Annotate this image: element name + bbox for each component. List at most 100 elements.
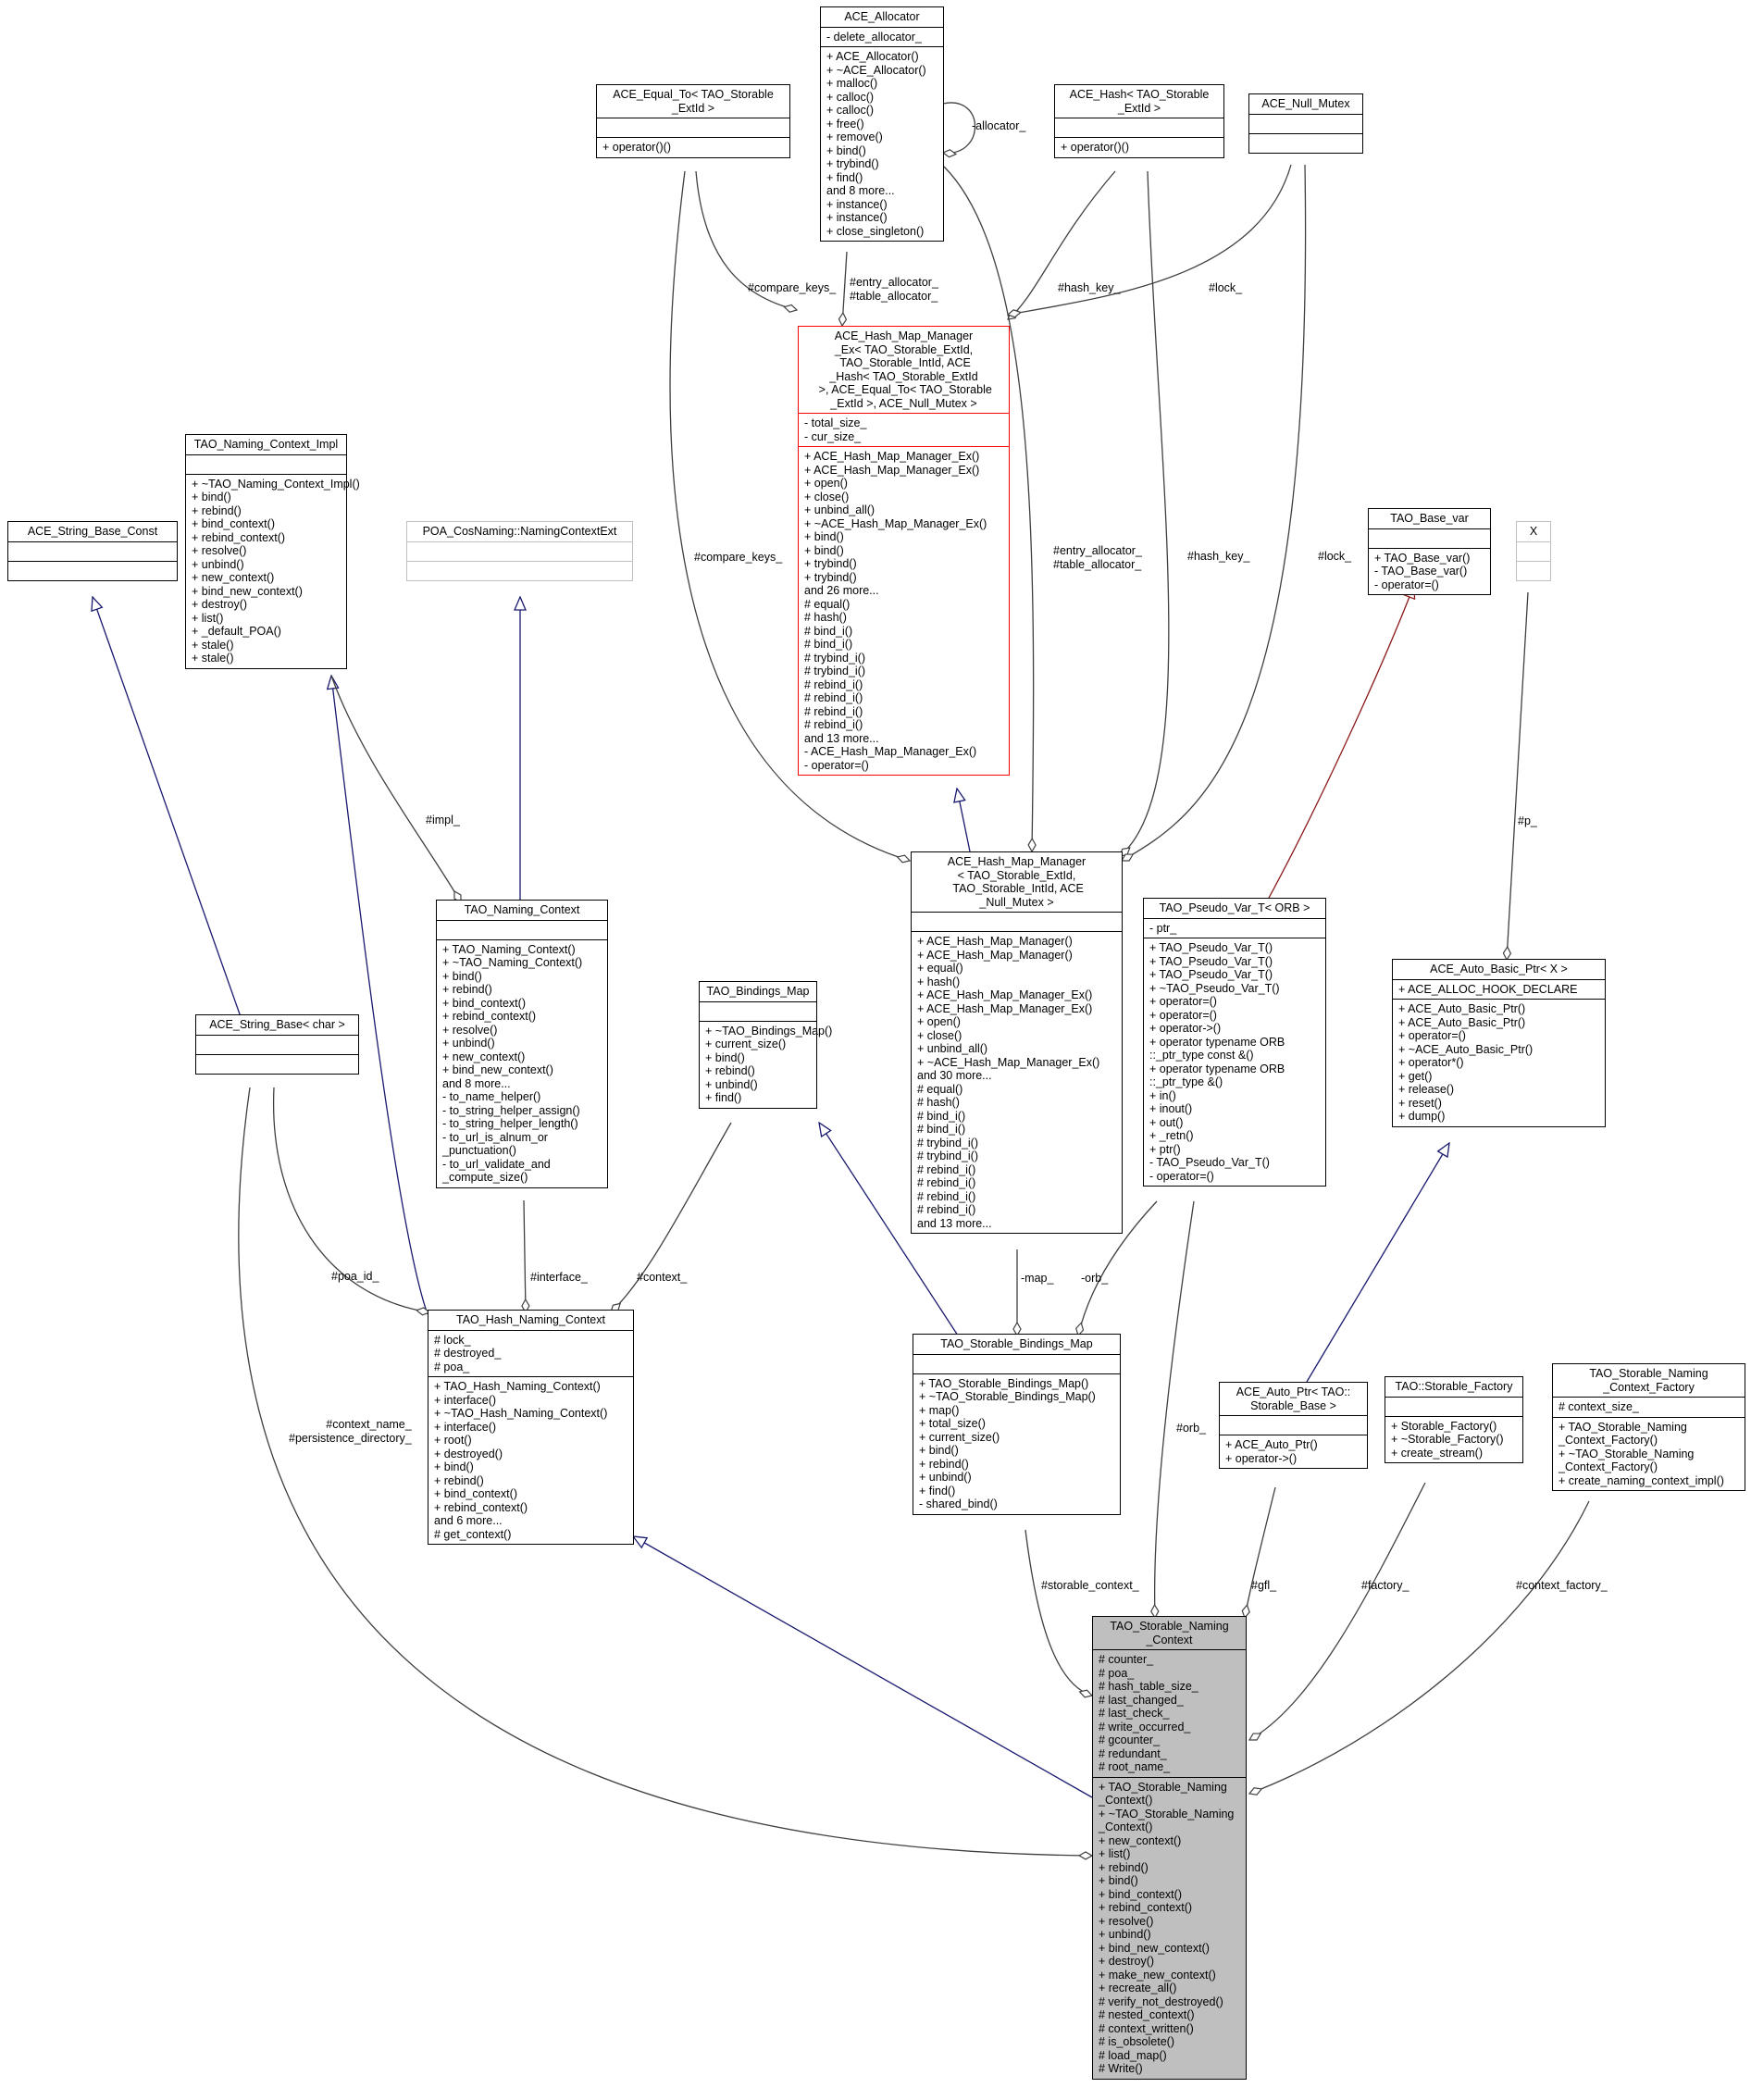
member-line: - shared_bind() [919,1497,998,1510]
class-box-naming-context[interactable]: TAO_Naming_Context+ TAO_Naming_Context()… [436,900,608,1188]
class-box-hash-map-manager[interactable]: ACE_Hash_Map_Manager < TAO_Storable_ExtI… [911,851,1123,1234]
class-title: ACE_Null_Mutex [1261,97,1350,110]
class-box-ace-null-mutex[interactable]: ACE_Null_Mutex [1248,93,1363,154]
member-line: + ACE_Auto_Basic_Ptr() [1398,1002,1526,1015]
class-box-pseudo-var[interactable]: TAO_Pseudo_Var_T< ORB >- ptr_+ TAO_Pseud… [1143,898,1326,1187]
edge-auto-ptr-to-snc [1245,1486,1276,1618]
member-line: + list() [192,611,224,625]
member-line: # redundant_ [1099,1746,1167,1760]
member-line: + ~TAO_Bindings_Map() [705,1024,833,1038]
member-line: + resolve() [192,544,247,557]
class-box-storable-naming-context[interactable]: TAO_Storable_Naming _Context# counter_# … [1092,1616,1247,2080]
operations-section: + ~TAO_Bindings_Map()+ current_size()+ b… [700,1020,833,1108]
class-title: ACE_Allocator [844,10,920,23]
class-box-tao-base-var[interactable]: TAO_Base_var+ TAO_Base_var()- TAO_Base_v… [1368,508,1491,595]
class-box-ace-equal-to[interactable]: ACE_Equal_To< TAO_Storable _ExtId >+ ope… [596,84,790,158]
member-line: - operator=() [804,758,869,772]
member-line: + TAO_Base_var() [1374,551,1471,565]
member-line: # rebind_i() [917,1203,976,1216]
member-line: ::_ptr_type const &() [1149,1049,1254,1062]
member-line: - TAO_Base_var() [1374,565,1468,578]
class-box-ace-auto-basic-ptr[interactable]: ACE_Auto_Basic_Ptr< X >+ ACE_ALLOC_HOOK_… [1392,959,1606,1127]
member-line: _Context_Factory() [1559,1434,1658,1447]
member-line: + ACE_Hash_Map_Manager() [917,948,1073,962]
member-line: + bind_new_context() [192,584,303,598]
member-line: - cur_size_ [804,429,862,443]
class-box-poa-naming[interactable]: POA_CosNaming::NamingContextExt [406,521,633,581]
edge-sbm-to-bindings-map [819,1123,959,1336]
class-box-storable-bindings-map[interactable]: TAO_Storable_Bindings_Map+ TAO_Storable_… [913,1334,1121,1515]
member-line: + close() [917,1028,962,1042]
member-line: + operator=() [1149,1008,1217,1022]
member-line: + bind() [1099,1874,1138,1887]
member-line: + destroyed() [434,1447,503,1460]
class-box-hash-map-manager-ex[interactable]: ACE_Hash_Map_Manager _Ex< TAO_Storable_E… [798,326,1010,776]
member-line: # nested_context() [1099,2008,1195,2021]
member-line: # bind_i() [917,1109,966,1123]
member-line: + ACE_Hash_Map_Manager_Ex() [804,450,980,463]
member-line: + rebind() [1099,1860,1149,1874]
member-line: + ACE_Hash_Map_Manager_Ex() [917,988,1093,1001]
member-line: # trybind_i() [917,1149,978,1162]
edge-naming-context-to-hash-nc [524,1199,526,1312]
operations-section [1517,560,1550,580]
edge-allocator-self [943,102,975,153]
class-box-string-base[interactable]: ACE_String_Base< char > [195,1014,359,1075]
member-line: + operator*() [1398,1056,1464,1069]
member-line: # rebind_i() [804,691,863,704]
class-box-storable-nc-factory[interactable]: TAO_Storable_Naming _Context_Factory# co… [1552,1363,1745,1491]
attributes-section: + ACE_ALLOC_HOOK_DECLARE [1393,978,1605,1000]
member-line: + ACE_Hash_Map_Manager_Ex() [917,1001,1093,1015]
attributes-section: # lock_# destroyed_# poa_ [428,1329,633,1377]
class-box-ace-hash[interactable]: ACE_Hash< TAO_Storable _ExtId >+ operato… [1054,84,1224,158]
member-line: + rebind_context() [1099,1901,1193,1914]
class-box-x-param[interactable]: X [1516,521,1551,581]
attributes-section [1369,528,1490,548]
member-line: + rebind() [434,1473,484,1487]
class-box-bindings-map[interactable]: TAO_Bindings_Map+ ~TAO_Bindings_Map()+ c… [699,981,833,1109]
member-line: + unbind() [192,557,244,571]
attributes-section [196,1034,358,1054]
class-box-storable-factory[interactable]: TAO::Storable_Factory+ Storable_Factory(… [1385,1376,1523,1463]
class-box-ace-auto-ptr[interactable]: ACE_Auto_Ptr< TAO:: Storable_Base >+ ACE… [1219,1382,1368,1469]
member-line: + malloc() [826,77,878,90]
member-line: # write_occurred_ [1099,1720,1191,1733]
member-line: + trybind() [804,557,857,570]
operations-section: + ACE_Auto_Basic_Ptr()+ ACE_Auto_Basic_P… [1393,999,1605,1126]
class-title: ACE_Hash_Map_Manager _Ex< TAO_Storable_E… [818,329,992,410]
member-line: + new_context() [442,1050,526,1063]
member-line: + TAO_Storable_Naming [1099,1780,1227,1794]
attributes-section [8,541,177,561]
member-line: + bind_context() [442,996,526,1010]
class-box-hash-naming-context[interactable]: TAO_Hash_Naming_Context# lock_# destroye… [428,1310,634,1545]
class-title: TAO_Naming_Context_Impl [193,438,339,451]
class-box-ace-allocator[interactable]: ACE_Allocator- delete_allocator_+ ACE_Al… [820,6,944,242]
edge-nc-impl-to-naming-context [330,675,461,902]
attributes-section [1249,113,1362,133]
member-line: - TAO_Pseudo_Var_T() [1149,1156,1270,1169]
edge-pseudo-var-to-sbm [1078,1200,1158,1336]
member-line: + instance() [826,197,888,211]
attributes-section [437,919,607,939]
edge-snc-to-hash-nc [633,1536,1093,1798]
class-box-ace-string-base-const[interactable]: ACE_String_Base_Const [7,521,178,581]
operations-section: + TAO_Naming_Context()+ ~TAO_Naming_Cont… [437,938,607,1187]
class-title: ACE_Equal_To< TAO_Storable _ExtId > [613,88,774,115]
member-line: and 26 more... [804,584,879,597]
member-line: # last_changed_ [1099,1693,1184,1707]
member-line: # trybind_i() [804,651,865,665]
member-line: - to_name_helper() [442,1090,541,1103]
edge-hash-to-hmm [1120,170,1170,856]
member-line: + bind() [705,1050,745,1064]
class-box-naming-context-impl[interactable]: TAO_Naming_Context_Impl+ ~TAO_Naming_Con… [185,434,360,669]
member-line: + unbind_all() [917,1042,988,1055]
operations-section [196,1053,358,1074]
operations-section: + TAO_Storable_Naming_Context()+ ~TAO_St… [1093,1776,1246,2079]
member-line: + ACE_Auto_Basic_Ptr() [1398,1015,1526,1029]
class-title: TAO_Pseudo_Var_T< ORB > [1159,901,1310,914]
member-line: # load_map() [1099,2048,1167,2062]
attributes-section [1517,541,1550,561]
member-line: + operator typename ORB [1149,1035,1285,1049]
member-line: # trybind_i() [917,1136,978,1149]
